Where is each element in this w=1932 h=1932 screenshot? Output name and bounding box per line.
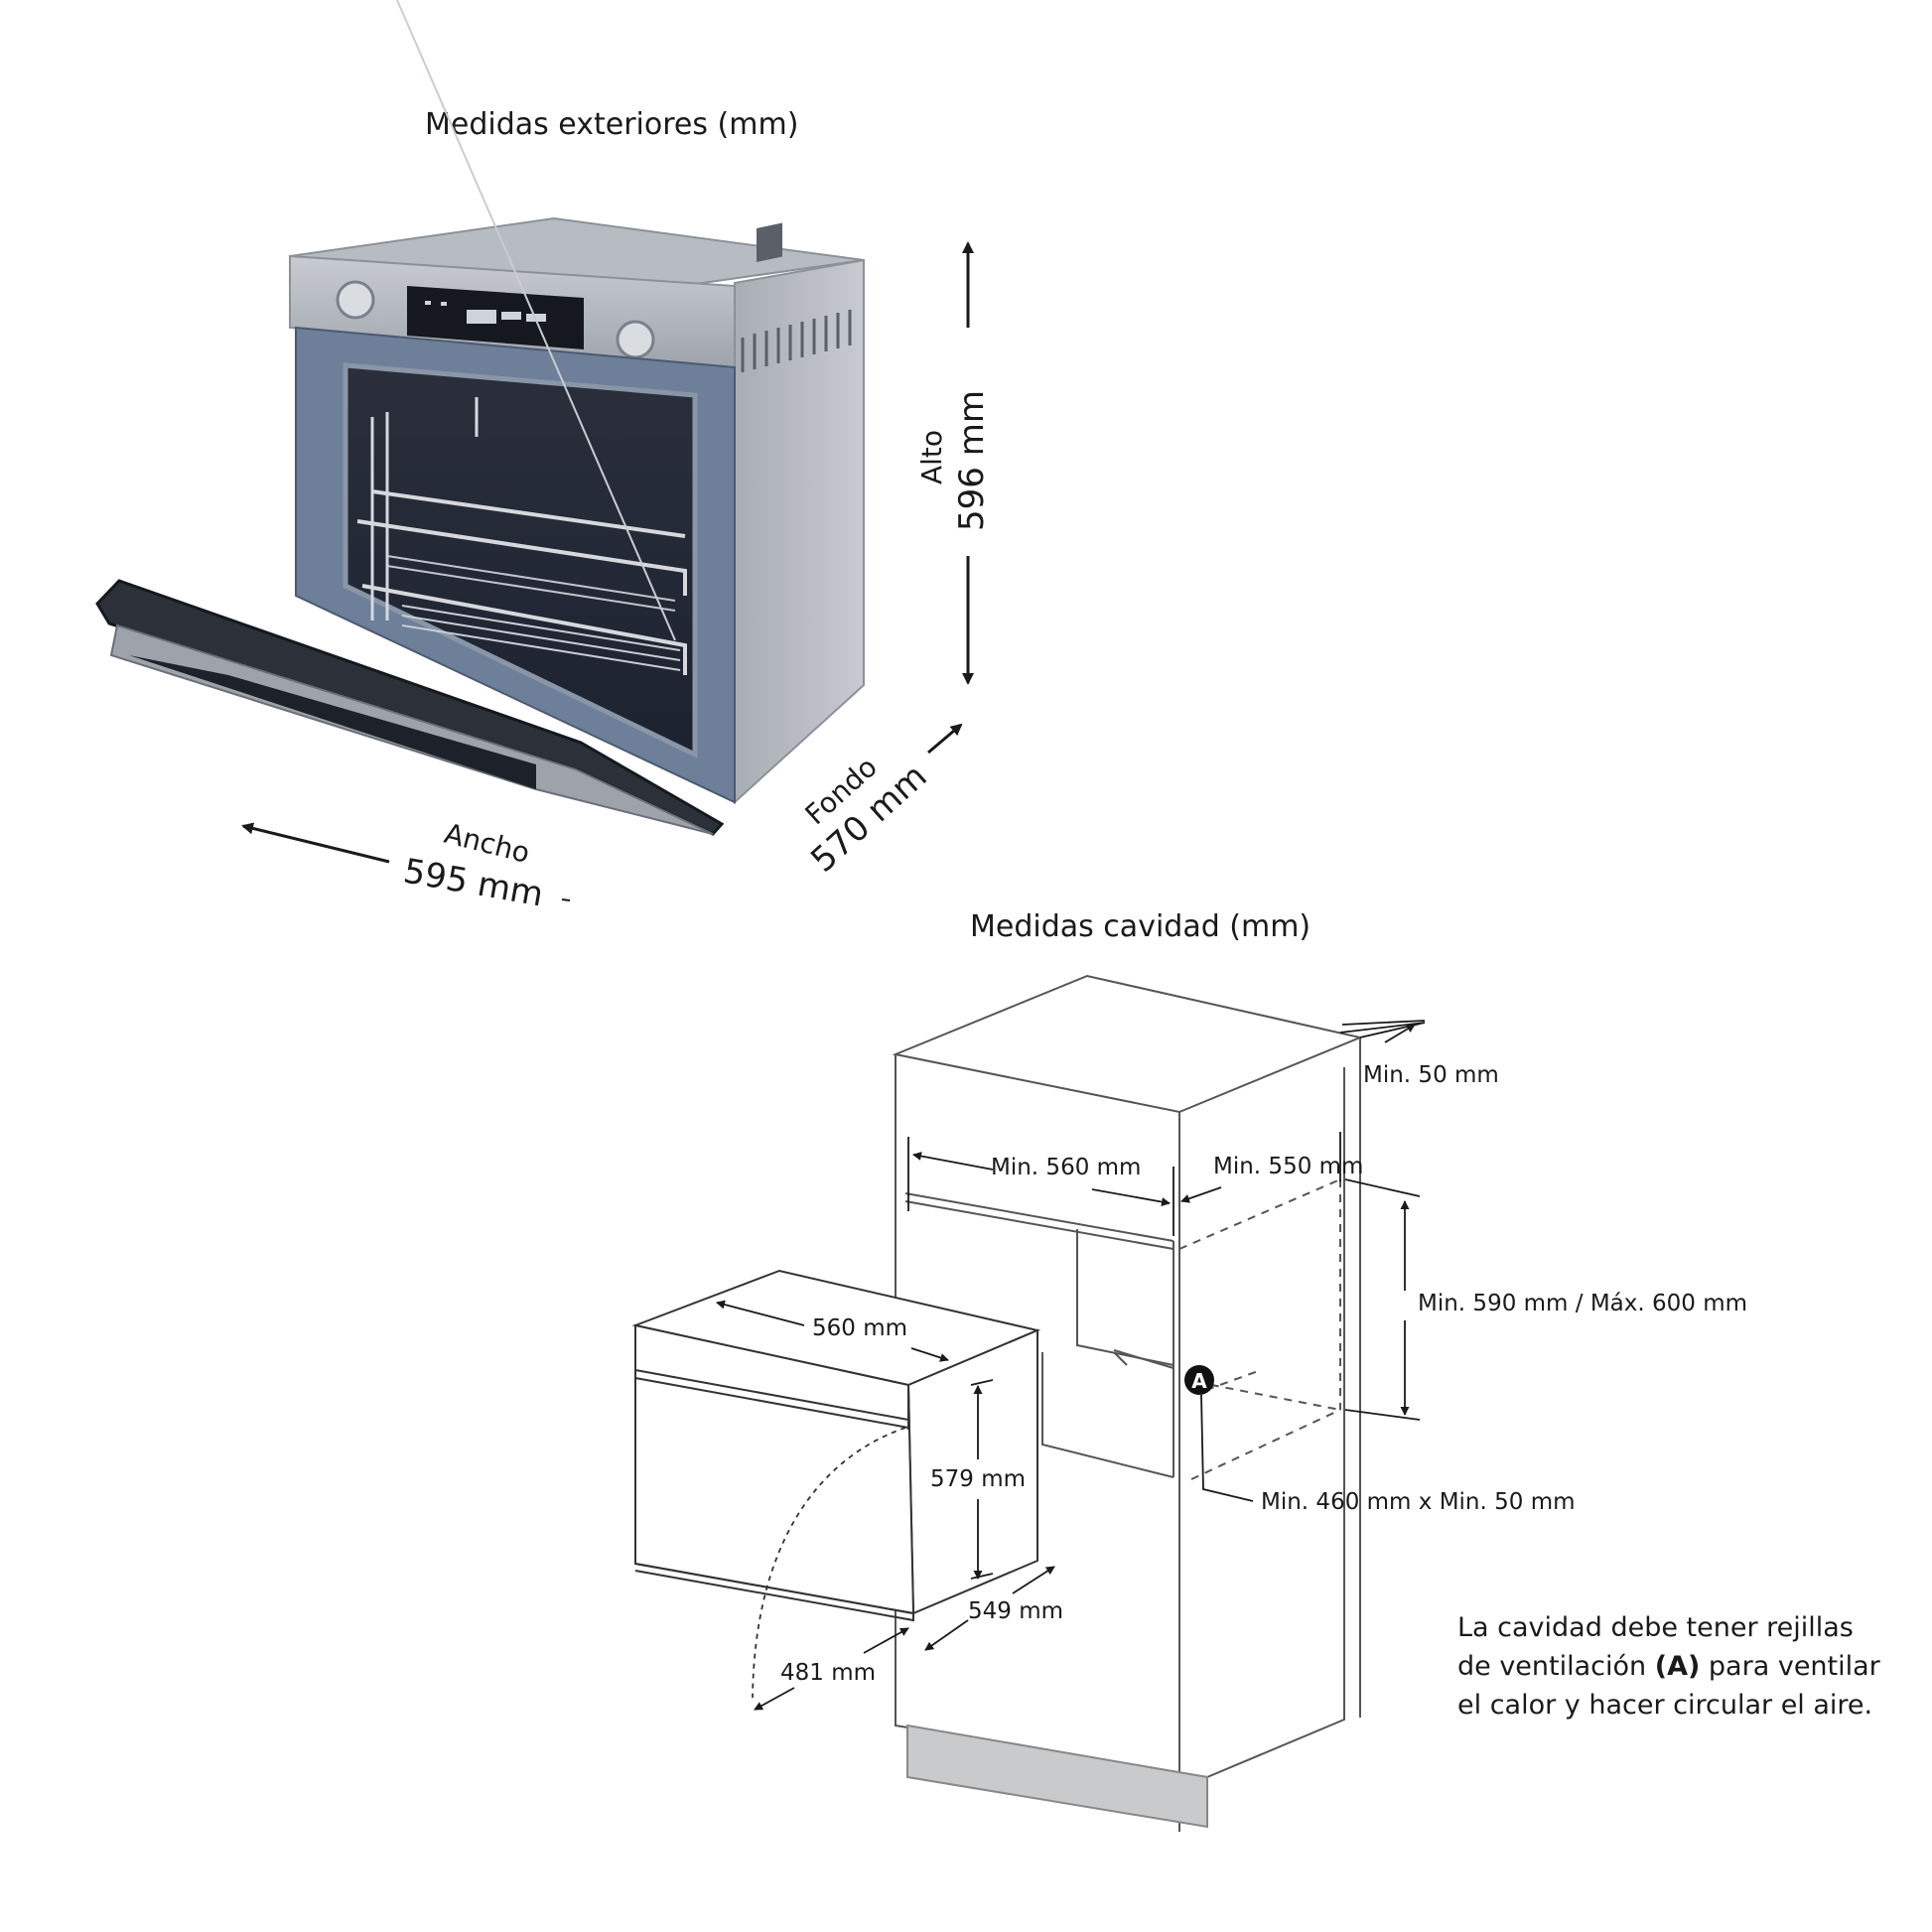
oven-560-label: 560 mm [812,1315,907,1341]
min-50-label: Min. 50 mm [1363,1062,1499,1088]
exterior-title: Medidas exteriores (mm) [425,107,798,142]
ancho-arrow [241,822,390,864]
fondo-arrow [927,723,963,755]
min-460-x-50-label: Min. 460 mm x Min. 50 mm [1261,1489,1576,1515]
cabinet-drawing [892,974,1364,1832]
oven-579-label: 579 mm [930,1466,1026,1492]
min-590-max-600-label: Min. 590 mm / Máx. 600 mm [1418,1291,1747,1316]
oven-549-label: 549 mm [968,1598,1063,1624]
alto-value: 596 mm [952,390,992,531]
alto-label: Alto [915,430,948,484]
cavity-title: Medidas cavidad (mm) [970,909,1311,944]
vent-marker-a [1184,1365,1214,1395]
note-line-3: el calor y hacer circular el aire. [1457,1690,1873,1721]
min-550-label: Min. 550 mm [1213,1154,1363,1179]
ventilation-note: La cavidad debe tener rejillas de ventil… [1457,1608,1880,1725]
note-line-1: La cavidad debe tener rejillas [1457,1612,1854,1643]
min-560-label: Min. 560 mm [991,1155,1141,1180]
note-line-2: de ventilación (A) para ventilar [1457,1651,1880,1682]
oven-481-label: 481 mm [780,1660,876,1686]
oven-illustration [95,0,865,836]
vent-marker-letter: A [1191,1369,1207,1393]
